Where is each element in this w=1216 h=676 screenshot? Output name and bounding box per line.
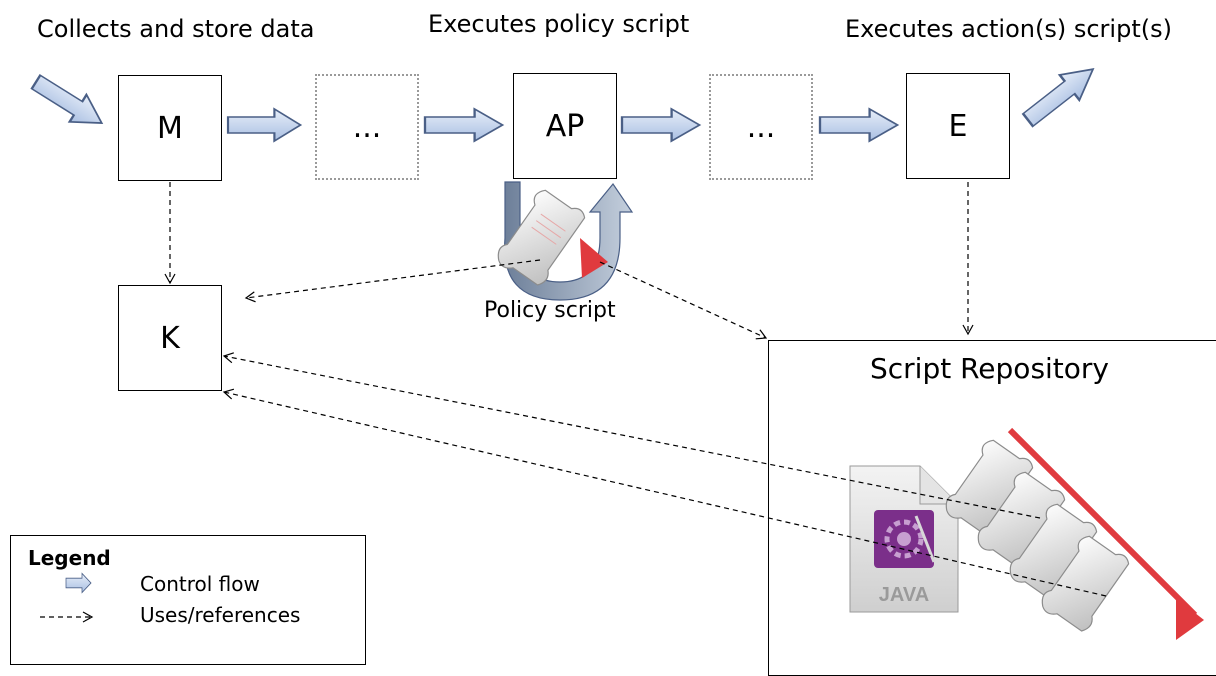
flow-arrow-dots2-e [818,107,899,143]
analyze-caption: Executes policy script [428,10,690,38]
flow-arrow-m-dots1 [226,107,302,143]
entry-flow-arrow [26,67,112,138]
box-k-label: K [160,320,180,356]
box-m-label: M [157,110,183,146]
box-ap-label: AP [545,108,585,144]
box-placeholder-1-label: ... [352,109,382,145]
repository-to-k-reference-1 [222,352,1041,519]
flow-arrow-ap-dots2 [620,107,701,143]
box-placeholder-2: ... [709,74,813,180]
policy-script-label: Policy script [484,298,616,323]
box-placeholder-1: ... [315,74,419,180]
repository-to-k-reference-2 [222,388,1107,597]
execute-caption: Executes action(s) script(s) [845,15,1172,43]
exit-flow-arrow [1017,55,1104,134]
box-e-label: E [948,108,968,144]
java-label: JAVA [879,584,929,606]
box-k: K [118,285,222,391]
policy-to-k-reference [244,259,541,303]
box-ap: AP [513,73,617,179]
script-repository-title: Script Repository [870,352,1109,385]
box-placeholder-2-label: ... [746,109,776,145]
flow-arrow-dots1-ap [423,107,504,143]
box-e: E [906,73,1010,179]
repository-scripts-icon [945,427,1204,640]
policy-script-ribbon-icon [580,238,608,278]
policy-to-repository-reference [599,261,768,340]
monitor-caption: Collects and store data [37,15,315,43]
box-m: M [118,75,222,181]
diagram-canvas: JAVA [26,55,1204,640]
java-file-icon: JAVA [849,465,959,613]
legend-uses-references-label: Uses/references [140,603,301,627]
legend-title: Legend [28,546,111,570]
policy-script-icon [497,189,586,286]
legend-control-flow-label: Control flow [140,572,260,596]
script-repository [768,340,1216,676]
